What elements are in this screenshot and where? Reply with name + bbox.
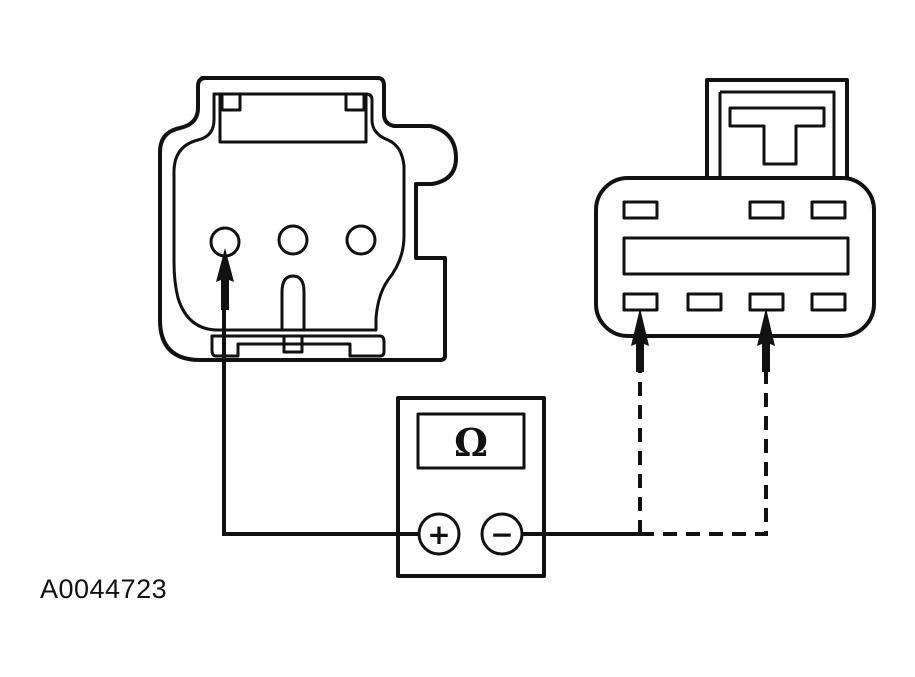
ohm-symbol: Ω [454, 420, 488, 465]
negative-terminal-label: − [490, 518, 513, 551]
left-connector [158, 76, 458, 362]
probe-arrow-left [216, 248, 234, 310]
positive-terminal-label: + [427, 518, 450, 551]
right-connector [594, 78, 876, 338]
probe-arrow-right-a [631, 308, 649, 372]
meter-display [416, 412, 526, 470]
probe-arrows [216, 248, 775, 372]
probe-arrow-right-b [757, 308, 775, 372]
negative-lead-probe-b [640, 364, 768, 536]
figure-id-label: A0044723 [40, 574, 168, 604]
positive-lead [222, 292, 419, 536]
test-leads [222, 292, 768, 536]
ohmmeter: Ω + − [396, 396, 546, 578]
